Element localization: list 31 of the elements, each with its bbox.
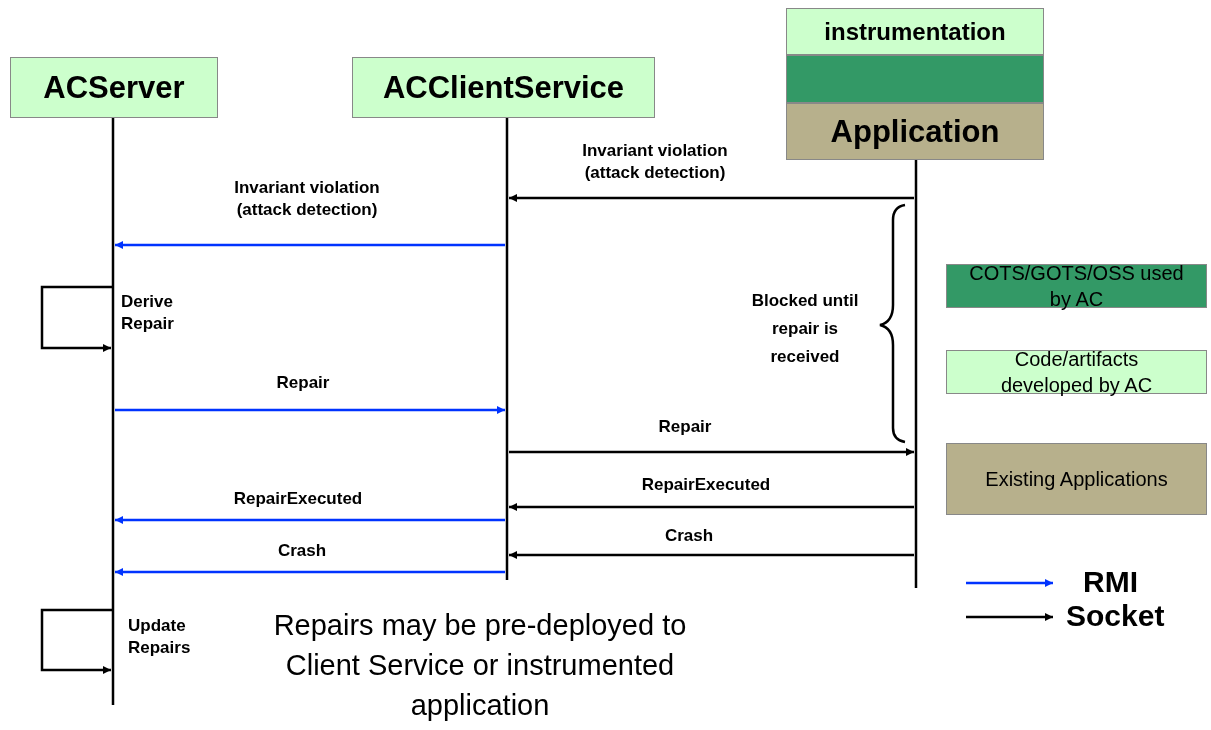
edge-label: Invariant violation (attack detection) [233,177,381,221]
message-arrow [509,551,914,559]
message-arrow [509,448,914,456]
edge-label: Invariant violation (attack detection) [581,140,729,184]
legend-swatch: COTS/GOTS/OSS used by AC [946,264,1207,308]
legend-label: RMI [1083,565,1138,599]
message-arrow [115,406,505,414]
message-arrow [115,241,505,249]
legend-swatch: Existing Applications [946,443,1207,515]
message-arrow [40,285,113,352]
edge-label: RepairExecuted [232,488,364,510]
legend-label: Socket [1066,599,1165,633]
message-arrow [509,194,914,202]
edge-label: RepairExecuted [640,474,772,496]
edge-label: Crash [663,525,715,547]
edge-label: Repair [657,416,713,438]
participant-box: ACServer [10,57,218,118]
message-arrow [115,568,505,576]
edge-label: Repair [275,372,331,394]
message-arrow [509,503,914,511]
edge-label: Crash [276,540,328,562]
edge-label: Derive Repair [121,291,175,335]
participant-box: Application [786,103,1044,160]
brace-label: Blocked until repair is received [750,290,860,368]
edge-label: Update Repairs [128,615,192,659]
legend-swatch: Code/artifacts developed by AC [946,350,1207,394]
message-arrow [115,516,505,524]
participant-box: ACClientService [352,57,655,118]
message-arrow [40,608,113,674]
note-text: Repairs may be pre-deployed to Client Service or instrumented application [272,608,688,723]
participant-box: instrumentation [786,8,1044,55]
